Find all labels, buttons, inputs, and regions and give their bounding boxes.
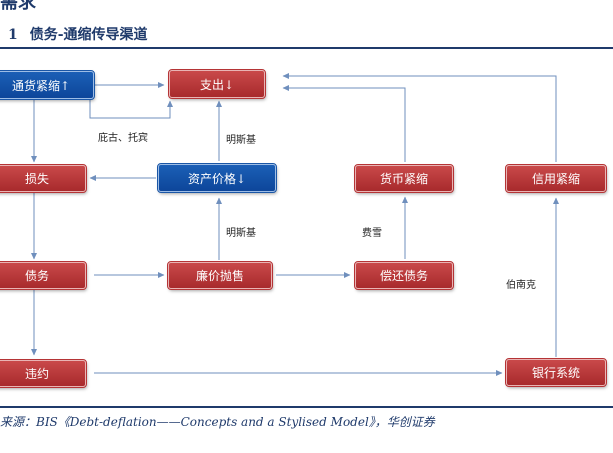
node-repay-debt: 偿还债务 xyxy=(354,261,454,290)
node-asset-prices: 资产价格↓ xyxy=(157,163,277,193)
arrow-credit-to-spending xyxy=(282,73,557,162)
node-credit-tightening: 信用紧缩 xyxy=(505,164,607,193)
figure-title: 1 债务-通缩传导渠道 xyxy=(8,24,148,44)
source-note: 来源：BIS《Debt-deflation——Concepts and a St… xyxy=(0,415,435,429)
node-fire-sale: 廉价抛售 xyxy=(167,261,273,290)
label-minsky-mid: 明斯基 xyxy=(226,228,256,239)
top-divider xyxy=(0,47,613,49)
bottom-divider xyxy=(0,406,613,408)
figure-number: 1 xyxy=(8,27,18,43)
label-pigou-tobin: 庇古、托宾 xyxy=(98,133,148,144)
node-default: 违约 xyxy=(0,359,87,388)
node-banking-system: 银行系统 xyxy=(505,358,607,387)
node-spending: 支出↓ xyxy=(168,69,266,99)
arrow-deflation-loop xyxy=(89,100,173,119)
figure-title-text: 债务-通缩传导渠道 xyxy=(29,27,148,43)
node-loss: 损失 xyxy=(0,164,87,193)
section-heading-fragment: 需求 xyxy=(0,0,36,13)
label-fisher: 费雪 xyxy=(362,228,382,239)
label-minsky-top: 明斯基 xyxy=(226,135,256,146)
node-deflation: 通货紧缩↑ xyxy=(0,70,95,100)
arrow-monetary-to-spending xyxy=(282,85,406,162)
label-bernanke: 伯南克 xyxy=(506,280,536,291)
node-monetary-tightening: 货币紧缩 xyxy=(354,164,454,193)
node-debt: 债务 xyxy=(0,261,87,290)
